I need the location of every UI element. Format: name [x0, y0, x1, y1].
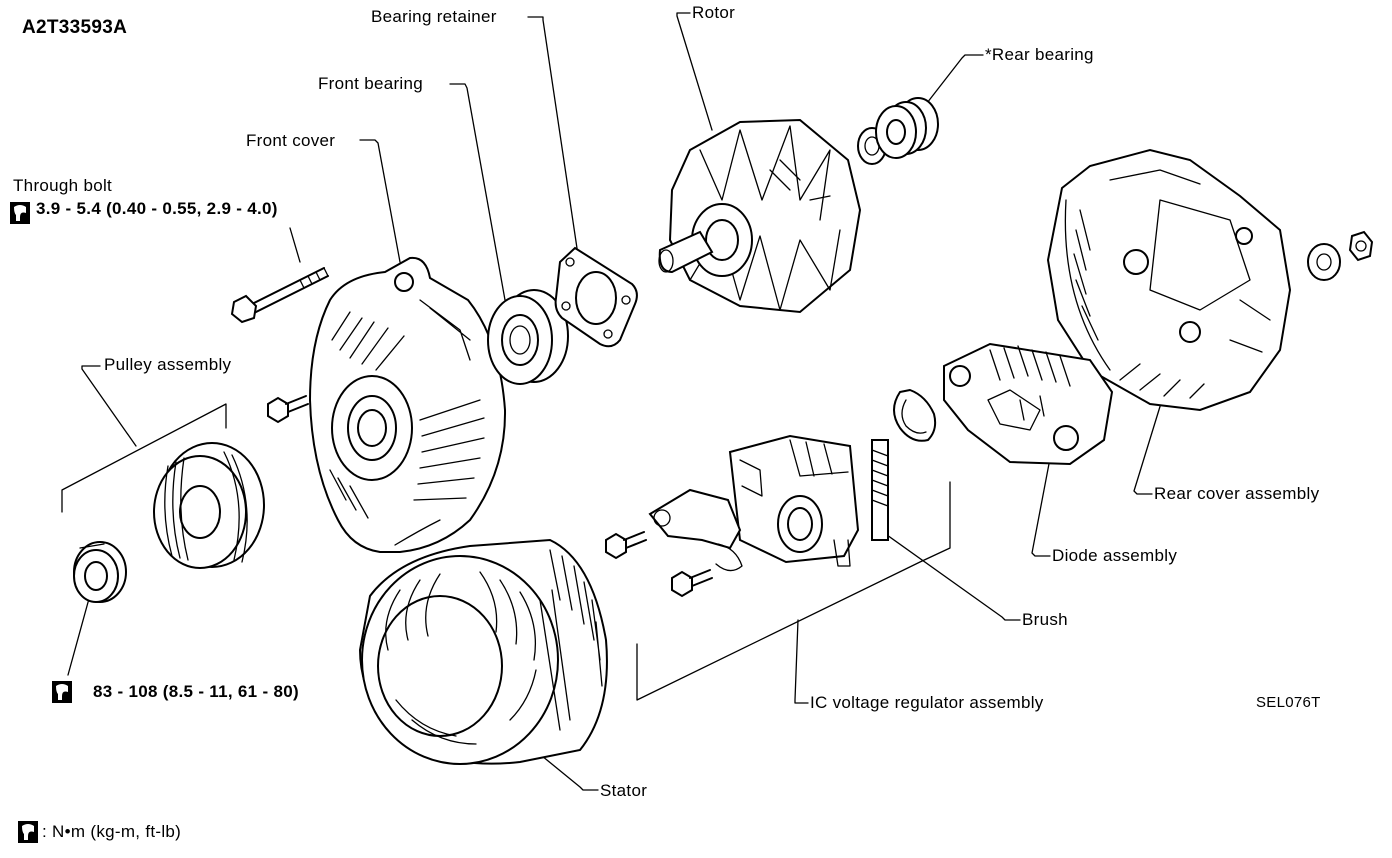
label-diode-assembly: Diode assembly: [1052, 546, 1178, 565]
label-rotor: Rotor: [692, 3, 736, 22]
torque-wrench-icon: [9, 201, 31, 225]
rear-nut-part: [1307, 230, 1374, 281]
regulator-screws-part: [605, 531, 713, 598]
rear-bearing-part: [857, 97, 939, 165]
ic-regulator-part: [728, 434, 860, 567]
leader-lines: [61, 12, 1163, 791]
label-stator: Stator: [600, 781, 648, 800]
brush-part: [871, 439, 889, 541]
through-bolt-part: [230, 267, 329, 324]
stator-part: [358, 538, 608, 765]
label-front-bearing: Front bearing: [318, 74, 424, 93]
torque-wrench-icon: [51, 680, 73, 704]
diagram-code-bottom: SEL076T: [1256, 694, 1321, 711]
torque-wrench-icon: [17, 820, 39, 844]
pulley-nut-part: [73, 541, 127, 603]
snap-ring-part: [893, 389, 937, 442]
label-brush: Brush: [1022, 610, 1068, 629]
label-through-bolt: Through bolt: [13, 176, 113, 195]
pulley-part: [153, 442, 265, 569]
label-rear-cover-assembly: Rear cover assembly: [1154, 484, 1320, 503]
torque-legend: : N•m (kg-m, ft-lb): [42, 822, 182, 841]
through-bolt-torque: 3.9 - 5.4 (0.40 - 0.55, 2.9 - 4.0): [36, 199, 278, 218]
pulley-torque: 83 - 108 (8.5 - 11, 61 - 80): [93, 682, 299, 701]
regulator-bracket-part: [648, 488, 743, 572]
label-front-cover: Front cover: [246, 131, 336, 150]
label-pulley-assembly: Pulley assembly: [104, 355, 232, 374]
bearing-retainer-part: [554, 246, 638, 348]
front-cover-part: [308, 256, 507, 553]
label-bearing-retainer: Bearing retainer: [371, 7, 497, 26]
label-ic-regulator: IC voltage regulator assembly: [810, 693, 1044, 712]
diagram-code-top: A2T33593A: [22, 17, 128, 38]
label-rear-bearing: *Rear bearing: [985, 45, 1094, 64]
front-bearing-part: [487, 289, 569, 385]
rear-cover-part: [1046, 148, 1292, 412]
diode-assembly-part: [943, 342, 1114, 466]
rotor-part: [658, 118, 862, 314]
cover-bolt-part: [267, 395, 309, 424]
